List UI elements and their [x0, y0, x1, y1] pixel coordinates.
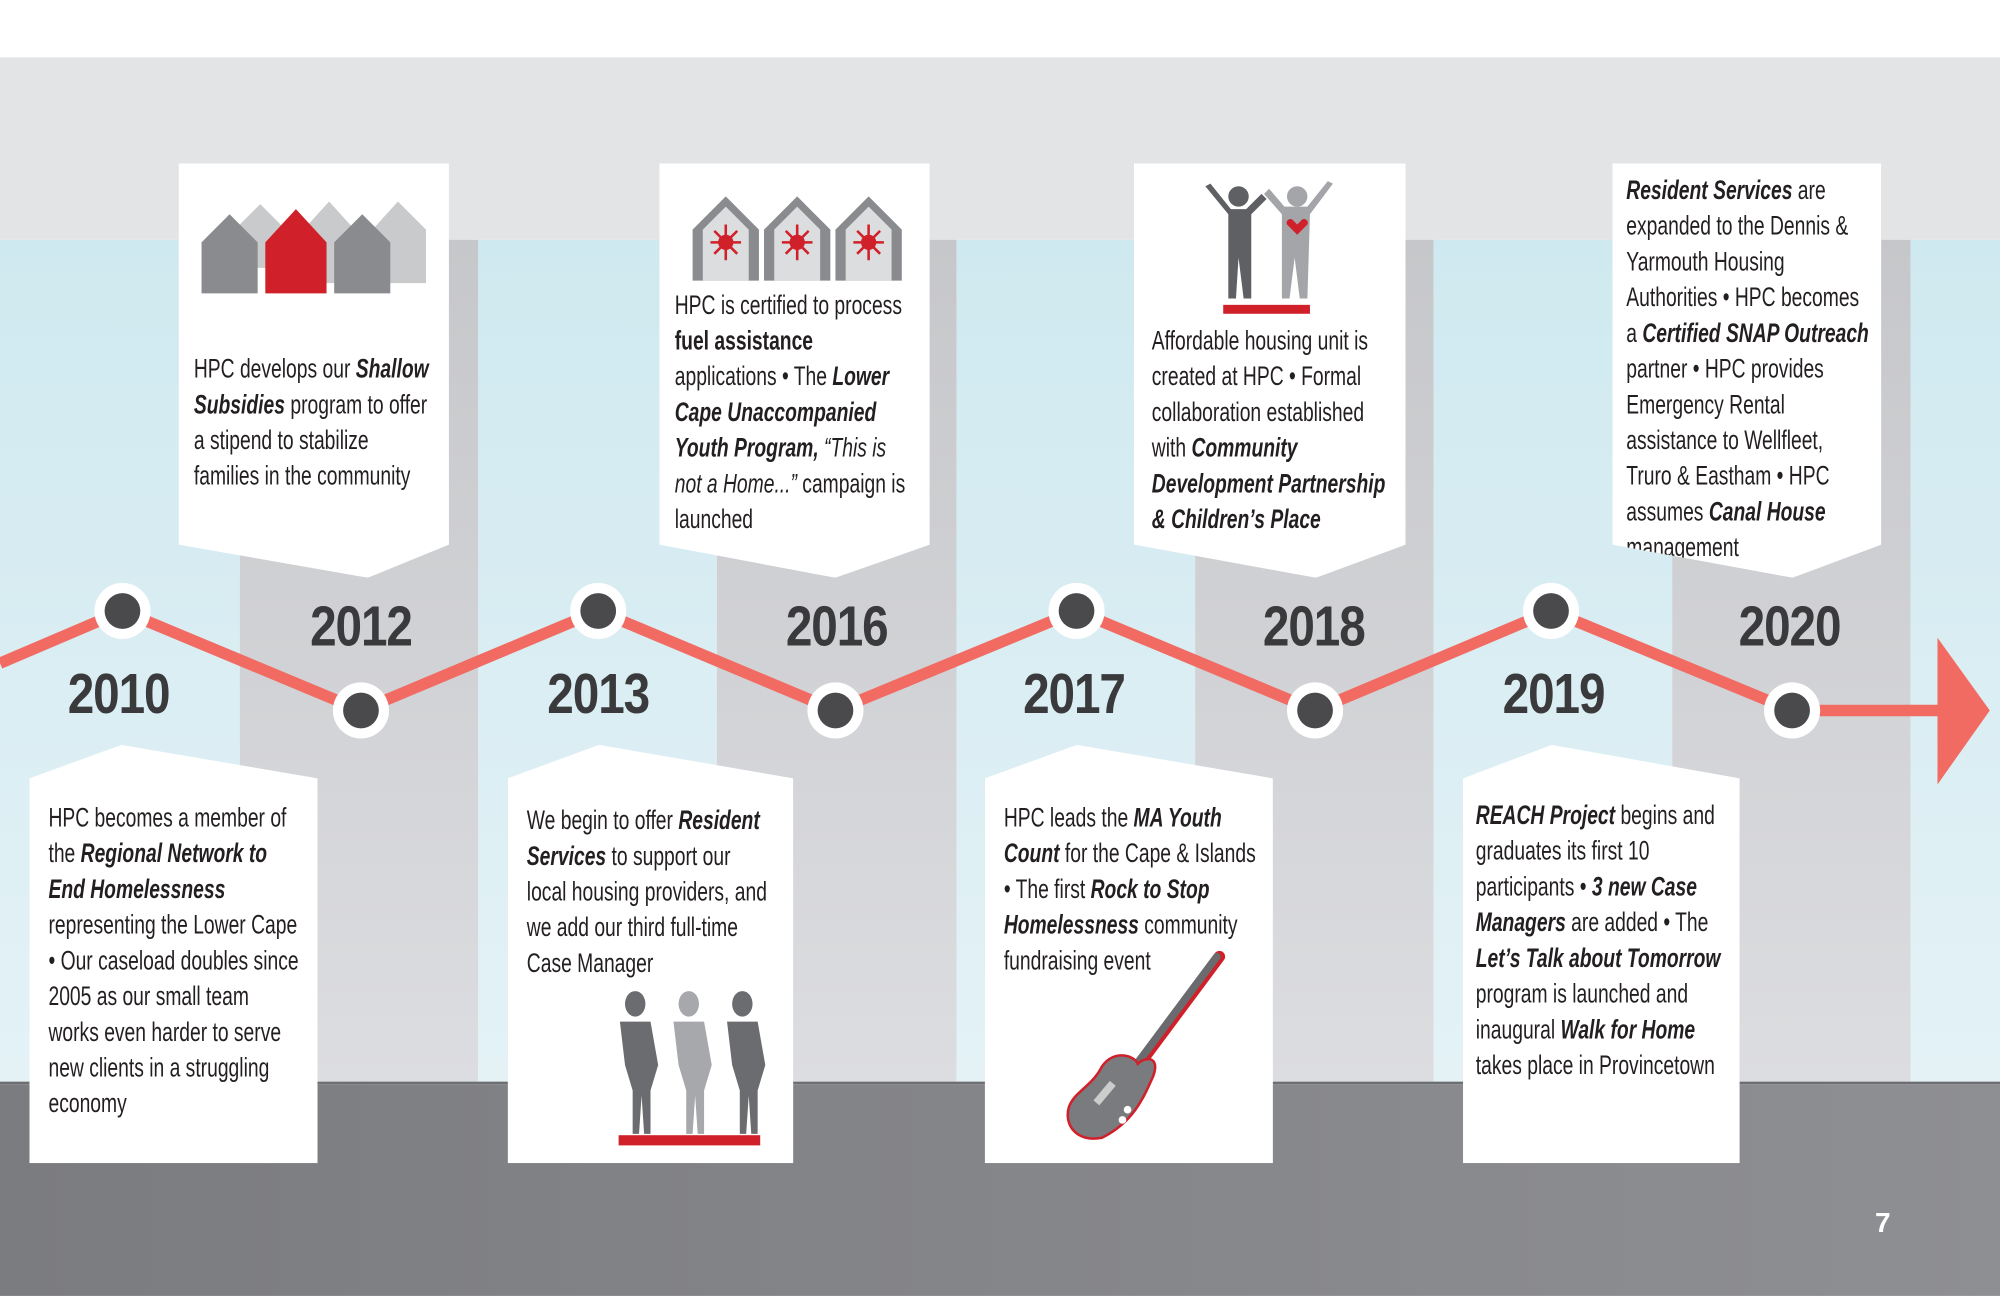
- fuel-assistance-houses-icon: [692, 196, 902, 281]
- body-text: program is launched and inaugural: [1475, 979, 1689, 1045]
- body-text: We begin to offer: [526, 806, 679, 836]
- body-text: are expanded to the Dennis & Yarmouth Ho…: [1626, 176, 1860, 349]
- card-text: HPC leads the MA Youth Count for the Cap…: [1004, 801, 1257, 980]
- year-label: 2016: [785, 595, 889, 659]
- card-text: Resident Services are expanded to the De…: [1626, 173, 1869, 566]
- year-label: 2013: [547, 663, 650, 726]
- card-text: HPC becomes a member of the Regional Net…: [48, 801, 301, 1122]
- milestone-card-2010: HPC becomes a member of the Regional Net…: [29, 744, 318, 1164]
- body-text: for the Cape & Islands • The first: [1003, 839, 1256, 905]
- milestone-card-2013: We begin to offer Resident Services to s…: [507, 744, 794, 1164]
- milestone-card-2019: REACH Project begins and graduates its f…: [1463, 744, 1740, 1164]
- body-text: representing the Lower Cape • Our caselo…: [48, 910, 299, 1119]
- body-text: are added • The: [1565, 908, 1709, 938]
- body-text: HPC develops our: [193, 354, 356, 384]
- people-icon: [1205, 181, 1333, 314]
- page-number: 7: [1874, 1206, 1891, 1239]
- guitar-icon: [1066, 950, 1226, 1140]
- body-text: takes place in Provincetown: [1475, 1051, 1715, 1081]
- emphasis-text: Rock to Stop Homelessness: [1003, 874, 1210, 941]
- card-text: REACH Project begins and graduates its f…: [1476, 798, 1724, 1084]
- card-text: HPC develops our Shallow Subsidies progr…: [194, 352, 434, 495]
- timeline-dots: [94, 582, 1821, 739]
- milestone-card-2020: Resident Services are expanded to the De…: [1612, 163, 1882, 578]
- emphasis-text: “This is not a Home...”: [674, 433, 887, 499]
- body-text: applications • The: [674, 362, 833, 392]
- body-text: program to offer a stipend to stabilize …: [193, 390, 428, 492]
- year-label: 2019: [1502, 663, 1606, 726]
- milestone-card-2018: Affordable housing unit is created at HP…: [1133, 163, 1406, 578]
- emphasis-text: Canal House: [1708, 497, 1826, 527]
- emphasis-text: Regional Network to End Homelessness: [48, 839, 268, 905]
- card-text: HPC is certified to process fuel assista…: [675, 288, 918, 538]
- year-label: 2017: [1023, 663, 1126, 726]
- year-label: 2012: [310, 595, 413, 659]
- emphasis-text: Resident Services: [526, 806, 760, 872]
- emphasis-text: Resident Services: [1626, 176, 1793, 206]
- body-text: Affordable housing unit is created at HP…: [1151, 326, 1369, 464]
- emphasis-text: Shallow Subsidies: [193, 354, 429, 420]
- emphasis-text: fuel assistance: [674, 326, 814, 356]
- body-text: begins and graduates its first 10 partic…: [1475, 801, 1715, 902]
- body-text: HPC becomes a member of the: [48, 803, 287, 869]
- year-label: 2018: [1262, 595, 1366, 659]
- emphasis-text: 3 new Case Managers: [1475, 872, 1697, 938]
- card-text: Affordable housing unit is created at HP…: [1152, 324, 1395, 538]
- emphasis-text: Walk for Home: [1560, 1015, 1696, 1045]
- card-text: We begin to offer Resident Services to s…: [527, 804, 775, 983]
- body-text: community fundraising event: [1003, 910, 1238, 976]
- body-text: HPC leads the: [1003, 803, 1134, 833]
- milestone-card-2012: HPC develops our Shallow Subsidies progr…: [178, 163, 449, 578]
- women-icon: [618, 991, 766, 1146]
- milestone-card-2017: HPC leads the MA Youth Count for the Cap…: [984, 744, 1273, 1164]
- emphasis-text: Let’s Talk about Tomorrow: [1475, 943, 1721, 974]
- year-label: 2010: [67, 663, 171, 726]
- timeline-line: [0, 582, 1990, 785]
- body-text: to support our local housing providers, …: [526, 841, 767, 979]
- emphasis-text: REACH Project: [1475, 801, 1616, 831]
- emphasis-text: Community Development Partnership & Chil…: [1151, 433, 1386, 535]
- body-text: HPC is certified to process: [674, 290, 902, 321]
- emphasis-text: Lower Cape Unaccompanied Youth Program,: [674, 362, 890, 464]
- milestone-card-2016: HPC is certified to process fuel assista…: [659, 163, 930, 578]
- emphasis-text: Certified SNAP Outreach: [1642, 318, 1869, 349]
- column-bg: [1910, 239, 2000, 1082]
- year-label: 2020: [1738, 595, 1842, 659]
- body-text: partner • HPC provides Emergency Rental …: [1626, 354, 1830, 527]
- houses-icon: [201, 201, 427, 294]
- arrow-head-icon: [1937, 637, 1990, 785]
- emphasis-text: MA Youth Count: [1003, 803, 1222, 869]
- body-text: campaign is launched: [674, 469, 906, 535]
